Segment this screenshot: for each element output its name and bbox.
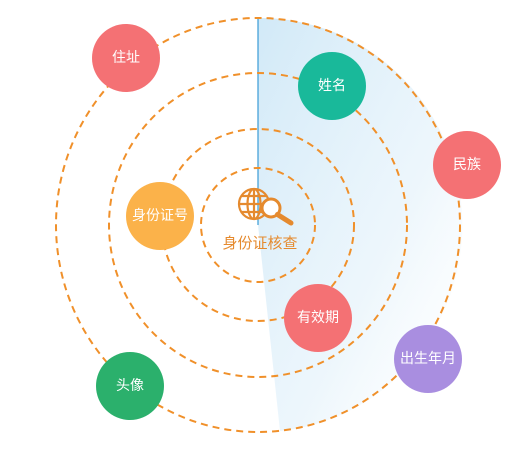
- node-birth-date: 出生年月: [394, 325, 462, 393]
- node-photo-label: 头像: [116, 378, 144, 394]
- center-label: 身份证核查: [222, 234, 298, 252]
- outer-ring: [55, 17, 461, 433]
- node-id-number: 身份证号: [126, 182, 194, 250]
- node-name: 姓名: [298, 52, 366, 120]
- node-ethnicity: 民族: [433, 131, 501, 199]
- globe-search-icon: [237, 187, 294, 226]
- node-validity-label: 有效期: [297, 310, 339, 326]
- node-validity: 有效期: [284, 284, 352, 352]
- node-address-label: 住址: [112, 50, 140, 66]
- node-name-label: 姓名: [318, 78, 346, 94]
- node-address: 住址: [92, 24, 160, 92]
- node-photo: 头像: [96, 352, 164, 420]
- node-birth-date-label: 出生年月: [400, 351, 456, 367]
- node-ethnicity-label: 民族: [453, 157, 481, 173]
- node-id-number-label: 身份证号: [132, 208, 188, 224]
- core-ring: [200, 167, 316, 283]
- middle-ring: [108, 72, 408, 378]
